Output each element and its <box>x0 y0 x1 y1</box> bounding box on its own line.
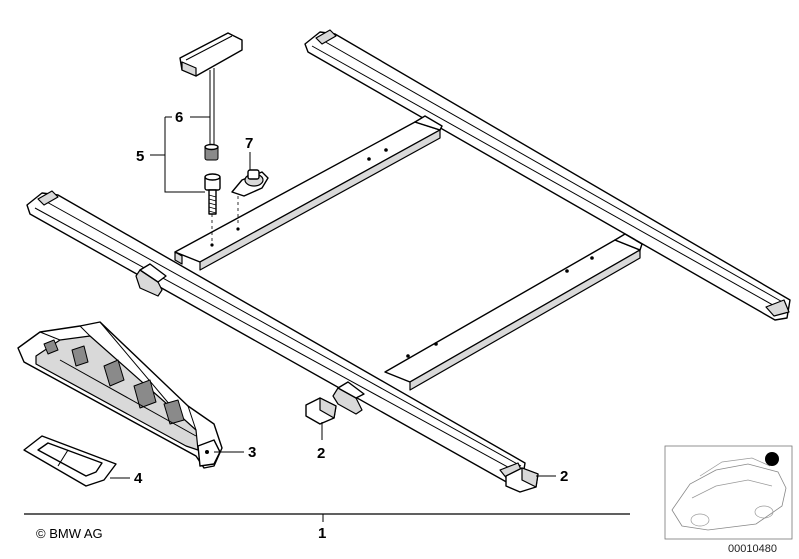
callout-1: 1 <box>318 525 326 542</box>
rail-clip-left <box>135 263 167 297</box>
end-cap-upper <box>305 397 337 425</box>
callout-5: 5 <box>136 148 144 165</box>
callout-2-upper: 2 <box>317 445 325 462</box>
copyright-text: © BMW AG <box>36 526 103 541</box>
rail-clip-center <box>332 381 365 415</box>
wing-nut <box>231 169 269 231</box>
gasket-seal <box>23 435 117 487</box>
leader-lines <box>110 116 556 522</box>
end-cap-lower <box>505 467 539 493</box>
callout-2-lower: 2 <box>560 468 568 485</box>
diagram-reference-number: 00010480 <box>728 543 777 555</box>
upper-crossbar <box>174 115 443 271</box>
callout-4: 4 <box>134 470 143 487</box>
callout-6: 6 <box>175 109 183 126</box>
location-marker-dot <box>765 452 779 466</box>
storage-holder <box>17 321 223 469</box>
car-location-thumbnail-icon <box>664 445 793 540</box>
callout-3: 3 <box>248 444 256 461</box>
rear-roof-rail <box>304 29 791 321</box>
callout-7: 7 <box>245 135 253 152</box>
mounting-bolt <box>204 173 221 247</box>
t-handle-key <box>179 32 243 161</box>
lower-crossbar <box>384 233 643 391</box>
